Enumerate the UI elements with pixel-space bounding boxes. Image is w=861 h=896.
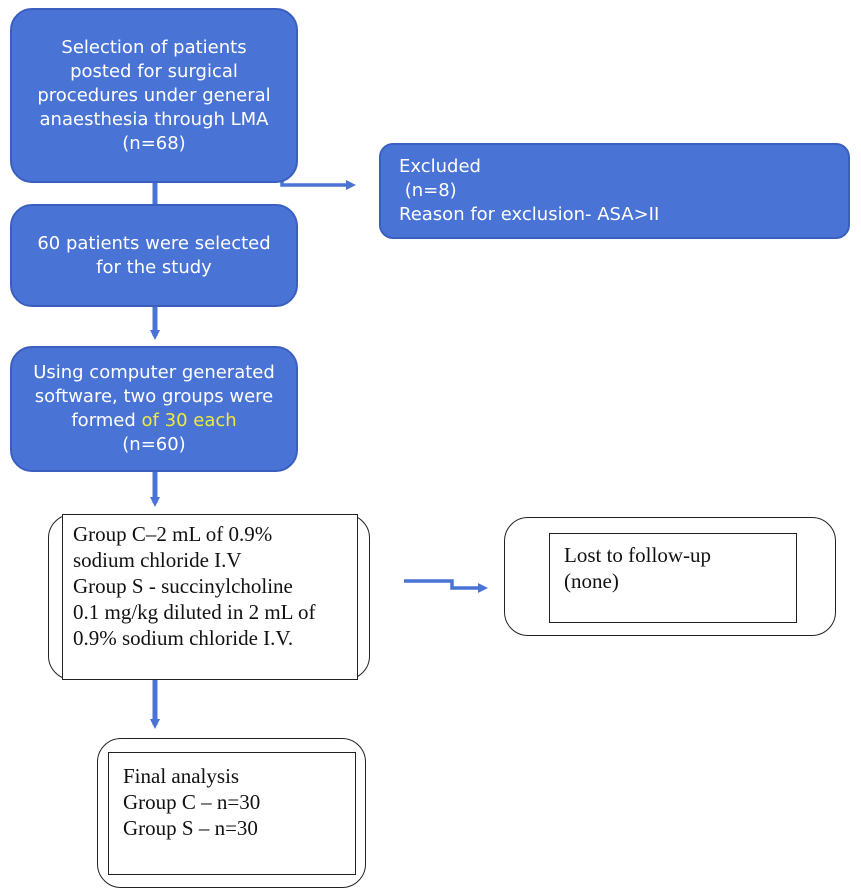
final-analysis-group-s: Group S – n=30: [123, 816, 258, 840]
final-analysis-box: Final analysis Group C – n=30 Group S – …: [108, 752, 356, 875]
randomization-count: (n=60): [122, 434, 186, 455]
excluded-box: Excluded (n=8) Reason for exclusion- ASA…: [379, 143, 850, 239]
selected-box: 60 patients were selected for the study: [10, 204, 298, 307]
randomization-line-3-prefix: formed: [71, 410, 142, 431]
final-analysis-title: Final analysis: [123, 764, 240, 788]
intervention-line-2: sodium chloride I.V: [73, 548, 242, 572]
selection-line-4: anaesthesia through LMA: [39, 108, 269, 130]
selection-count: (n=68): [122, 132, 186, 154]
selected-line-2: for the study: [96, 256, 212, 278]
selection-box: Selection of patients posted for surgica…: [10, 8, 298, 183]
intervention-line-5: 0.9% sodium chloride I.V.: [73, 626, 294, 650]
excluded-title: Excluded: [399, 156, 481, 177]
intervention-line-3: Group S - succinylcholine: [73, 574, 293, 598]
excluded-count: (n=8): [399, 180, 457, 201]
randomization-group-size: of 30 each: [141, 410, 237, 431]
excluded-reason: Reason for exclusion- ASA>II: [399, 204, 660, 225]
intervention-line-1: Group C–2 mL of 0.9%: [73, 522, 273, 546]
intervention-line-4: 0.1 mg/kg diluted in 2 mL of: [73, 600, 316, 624]
randomization-box: Using computer generated software, two g…: [10, 346, 298, 472]
randomization-line-2: software, two groups were: [34, 386, 274, 407]
selection-line-3: procedures under general: [37, 84, 271, 106]
lost-followup-box: Lost to follow-up (none): [549, 533, 797, 623]
final-analysis-group-c: Group C – n=30: [123, 790, 261, 814]
arrow-to-lost-followup: [404, 579, 488, 593]
randomization-line-1: Using computer generated: [33, 362, 275, 383]
lost-followup-count: (none): [564, 569, 619, 593]
selection-line-2: posted for surgical: [70, 60, 238, 82]
randomization-line-3: formed of 30 each: [12, 409, 296, 433]
intervention-box: Group C–2 mL of 0.9% sodium chloride I.V…: [62, 514, 358, 680]
selected-line-1: 60 patients were selected: [37, 232, 271, 254]
lost-followup-title: Lost to follow-up: [564, 543, 711, 567]
selection-line-1: Selection of patients: [61, 36, 247, 58]
